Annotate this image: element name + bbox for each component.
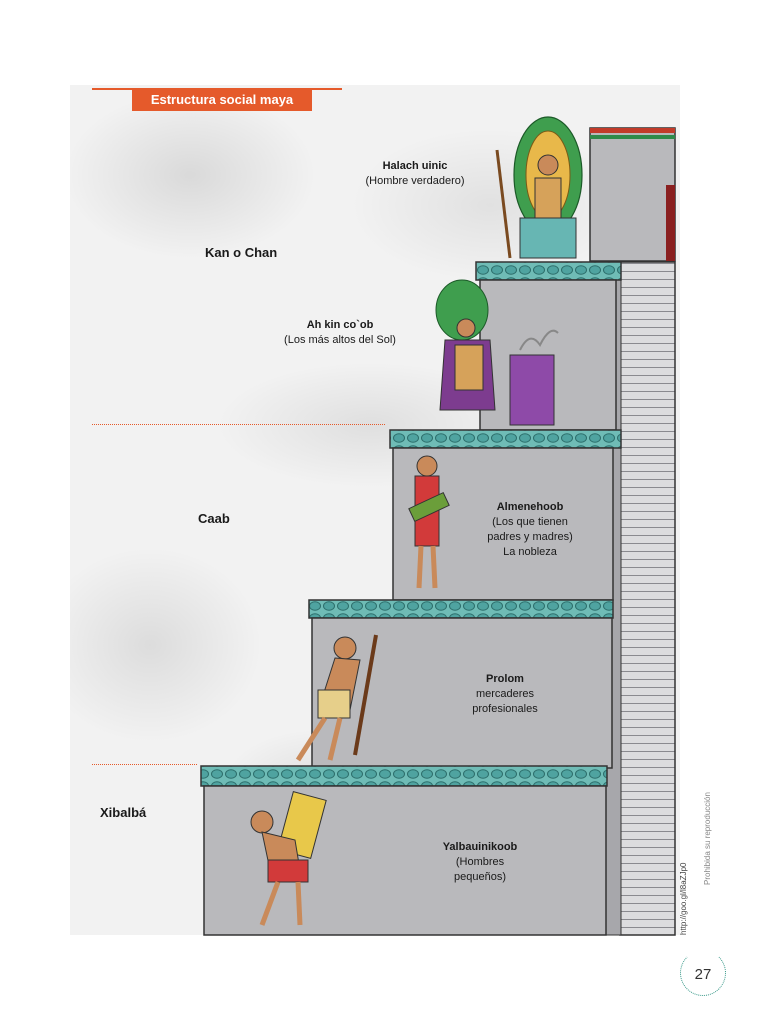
class-desc-line: profesionales — [472, 703, 538, 715]
class-desc-line: La nobleza — [503, 546, 557, 558]
tier-divider-bottom — [92, 764, 197, 765]
section-title: Estructura social maya — [132, 89, 312, 111]
page-number: 27 — [694, 966, 712, 983]
yalbauinikoob-figure — [250, 791, 327, 926]
class-desc-line: pequeños) — [454, 871, 506, 883]
class-name: Almenehoob — [496, 501, 564, 513]
page-number-arc — [680, 950, 726, 996]
class-label-almenehoob: Almenehoob (Los que tienen padres y madr… — [470, 500, 590, 560]
prolom-figure — [295, 634, 378, 762]
reproduction-note: Prohibida su reproducción — [703, 792, 712, 885]
almenehoob-figure — [408, 455, 450, 589]
class-label-yalbauinikoob: Yalbauinikoob (Hombres pequeños) — [425, 840, 535, 885]
class-desc-line: padres y madres) — [487, 531, 573, 543]
tier-label-caab: Caab — [198, 511, 230, 526]
class-desc: (Los más altos del Sol) — [284, 334, 396, 346]
class-desc-line: (Hombres — [455, 856, 505, 868]
tier-label-xibalba: Xibalbá — [100, 805, 147, 820]
class-name: Yalbauinikoob — [442, 841, 518, 853]
ah-kin-figure — [435, 279, 559, 426]
class-desc: (Hombre verdadero) — [365, 175, 465, 187]
halach-uinic-figure — [495, 116, 583, 259]
class-desc-line: mercaderes — [475, 688, 535, 700]
class-name: Halach uinic — [382, 160, 448, 172]
tier-label-kan: Kan o Chan — [205, 245, 278, 260]
class-desc-line: (Los que tienen — [492, 516, 568, 528]
class-name: Ah kin co`ob — [306, 319, 374, 331]
image-credit-url: http://goo.gl/l8aZJp0 — [679, 862, 688, 936]
class-label-ahkin: Ah kin co`ob (Los más altos del Sol) — [265, 318, 415, 348]
class-label-halach: Halach uinic (Hombre verdadero) — [340, 159, 490, 189]
tier-divider-top — [92, 424, 385, 425]
class-name: Prolom — [486, 673, 524, 685]
class-label-prolom: Prolom mercaderes profesionales — [450, 672, 560, 717]
